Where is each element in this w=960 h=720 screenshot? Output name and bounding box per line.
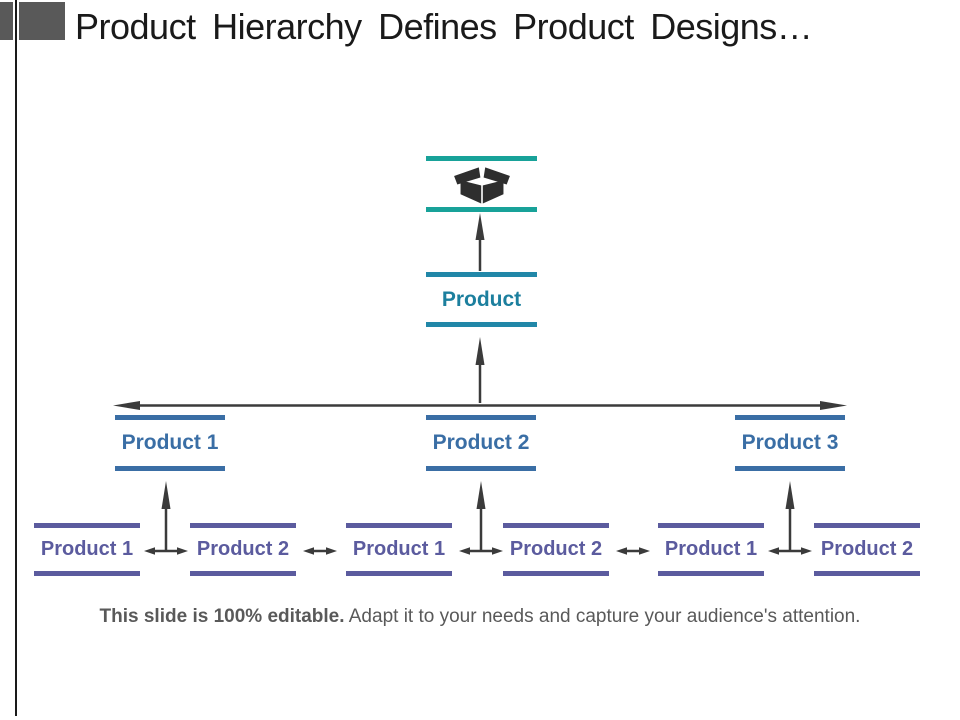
node-label: Product 1 <box>40 538 134 560</box>
node-bottom-line <box>735 466 845 471</box>
level3-node-1: Product 1 <box>34 523 140 576</box>
root-icon-top-line <box>426 156 537 161</box>
node-top-line <box>346 523 452 528</box>
node-label: Product 2 <box>820 538 914 560</box>
level2-node-2: Product 2 <box>426 415 536 471</box>
page-title: Product Hierarchy Defines Product Design… <box>75 6 813 47</box>
node-top-line <box>34 523 140 528</box>
node-label: Product 1 <box>121 431 219 454</box>
node-label: Product 1 <box>352 538 446 560</box>
root-icon-node <box>426 156 537 212</box>
node-label: Product 1 <box>664 538 758 560</box>
node-label: Product 2 <box>196 538 290 560</box>
node-top-line <box>190 523 296 528</box>
node-bottom-line <box>814 571 920 576</box>
node-top-line <box>426 415 536 420</box>
t-junction-arrow-1 <box>144 481 188 555</box>
pair-link-arrow-2 <box>616 547 650 555</box>
editable-note: This slide is 100% editable. Adapt it to… <box>0 606 960 628</box>
node-label: Product 3 <box>741 431 839 454</box>
node-bottom-line <box>115 466 225 471</box>
level3-node-4: Product 2 <box>503 523 609 576</box>
node-label: Product 2 <box>509 538 603 560</box>
arrow-up-line-to-root <box>475 337 485 403</box>
node-bottom-line <box>190 571 296 576</box>
level3-node-3: Product 1 <box>346 523 452 576</box>
node-bottom-line <box>346 571 452 576</box>
root-node: Product <box>426 272 537 327</box>
node-top-line <box>503 523 609 528</box>
level3-node-2: Product 2 <box>190 523 296 576</box>
level2-node-1: Product 1 <box>115 415 225 471</box>
level2-node-3: Product 3 <box>735 415 845 471</box>
t-junction-arrow-3 <box>768 481 812 555</box>
node-bottom-line <box>658 571 764 576</box>
t-junction-arrow-2 <box>459 481 503 555</box>
decor-square-small <box>0 2 13 40</box>
root-icon-bottom-line <box>426 207 537 212</box>
root-bottom-line <box>426 322 537 327</box>
decor-square-big <box>19 2 65 40</box>
node-top-line <box>658 523 764 528</box>
root-top-line <box>426 272 537 277</box>
arrow-up-root-to-icon <box>475 213 485 271</box>
main-branch-arrow <box>113 401 847 410</box>
root-label: Product <box>441 288 522 311</box>
editable-note-regular: Adapt it to your needs and capture your … <box>344 606 861 627</box>
node-bottom-line <box>426 466 536 471</box>
level3-node-6: Product 2 <box>814 523 920 576</box>
decor-vertical-line <box>15 0 17 716</box>
editable-note-bold: This slide is 100% editable. <box>99 606 345 627</box>
node-bottom-line <box>503 571 609 576</box>
open-box-icon <box>453 166 510 205</box>
node-bottom-line <box>34 571 140 576</box>
level3-node-5: Product 1 <box>658 523 764 576</box>
node-top-line <box>814 523 920 528</box>
node-top-line <box>115 415 225 420</box>
node-top-line <box>735 415 845 420</box>
node-label: Product 2 <box>432 431 530 454</box>
pair-link-arrow-1 <box>303 547 337 555</box>
